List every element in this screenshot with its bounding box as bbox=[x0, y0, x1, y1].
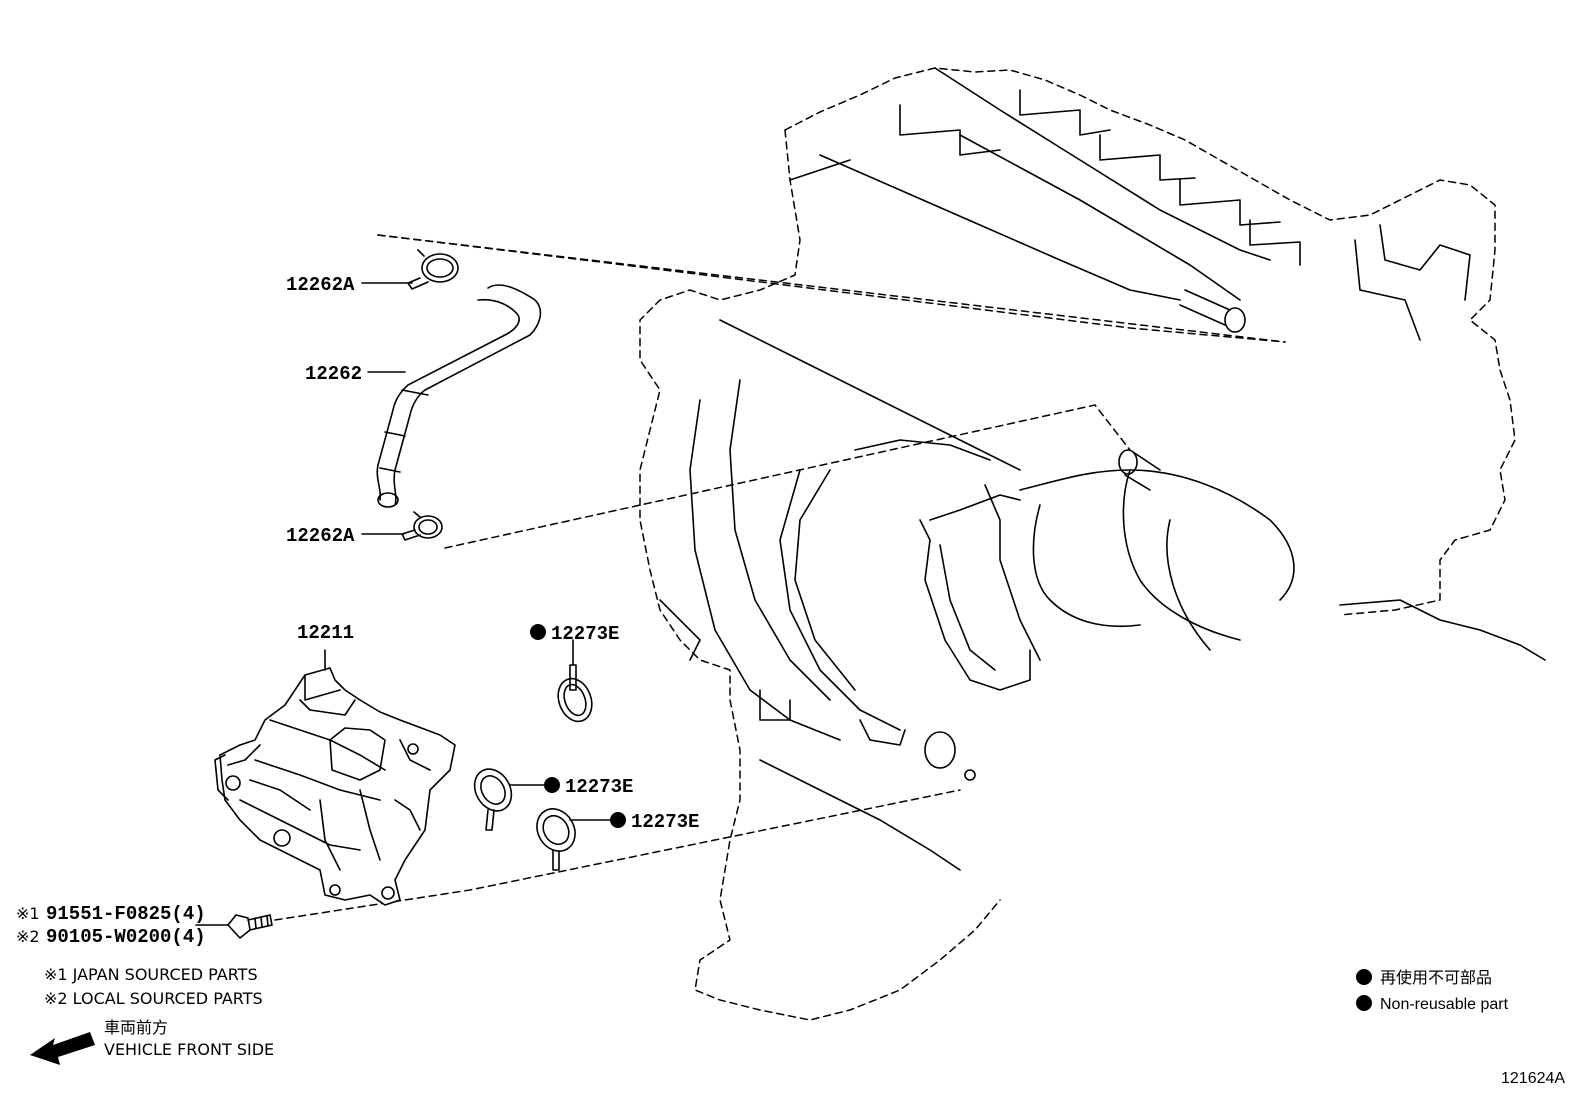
non-reusable-dot bbox=[530, 624, 546, 640]
marker-2: ※2 bbox=[16, 927, 40, 946]
marker-1: ※1 bbox=[16, 904, 40, 923]
front-label-jp: 車両前方 bbox=[104, 1018, 168, 1037]
front-label-en: VEHICLE FRONT SIDE bbox=[104, 1040, 274, 1059]
label-hose[interactable]: 12262 bbox=[305, 363, 362, 385]
front-arrow-icon bbox=[30, 1032, 95, 1065]
legend: 再使用不可部品 Non-reusable part bbox=[1356, 968, 1509, 1013]
gasket-bottom[interactable] bbox=[529, 802, 582, 871]
label-clip-top[interactable]: 12262A bbox=[286, 274, 355, 296]
water-pump-assembly[interactable] bbox=[214, 667, 456, 906]
note-japan-sourced: ※1 JAPAN SOURCED PARTS bbox=[44, 965, 258, 984]
legend-non-reusable-en: Non-reusable part bbox=[1380, 996, 1509, 1013]
legend-dot bbox=[1356, 969, 1372, 985]
engine-outline bbox=[639, 67, 1546, 1021]
legend-dot bbox=[1356, 995, 1372, 1011]
water-bypass-hose[interactable] bbox=[376, 284, 542, 508]
non-reusable-dot bbox=[544, 777, 560, 793]
label-bolt-japan[interactable]: 91551-F0825(4) bbox=[46, 903, 206, 925]
sourcing-notes: ※1 JAPAN SOURCED PARTS ※2 LOCAL SOURCED … bbox=[44, 965, 263, 1008]
non-reusable-dot bbox=[610, 812, 626, 828]
pump-bolt[interactable] bbox=[227, 914, 273, 939]
front-direction: 車両前方 VEHICLE FRONT SIDE bbox=[30, 1018, 274, 1065]
label-pump[interactable]: 12211 bbox=[297, 622, 354, 644]
legend-non-reusable-jp: 再使用不可部品 bbox=[1380, 968, 1492, 987]
label-gasket-3[interactable]: 12273E bbox=[631, 811, 699, 833]
hose-clip-bottom[interactable] bbox=[401, 511, 443, 541]
part-labels: 12262A 12262 12262A 12211 12273E 12273E … bbox=[16, 274, 699, 948]
label-clip-bottom[interactable]: 12262A bbox=[286, 525, 355, 547]
gasket-middle[interactable] bbox=[467, 762, 518, 831]
label-gasket-2[interactable]: 12273E bbox=[565, 776, 633, 798]
hose-clip-top[interactable] bbox=[407, 249, 459, 290]
label-bolt-local[interactable]: 90105-W0200(4) bbox=[46, 926, 206, 948]
guide-lines bbox=[274, 234, 1286, 921]
gasket-top[interactable] bbox=[552, 664, 597, 726]
note-local-sourced: ※2 LOCAL SOURCED PARTS bbox=[44, 989, 263, 1008]
diagram-id: 121624A bbox=[1501, 1070, 1565, 1087]
leader-lines bbox=[195, 282, 611, 926]
label-gasket-1[interactable]: 12273E bbox=[551, 623, 619, 645]
